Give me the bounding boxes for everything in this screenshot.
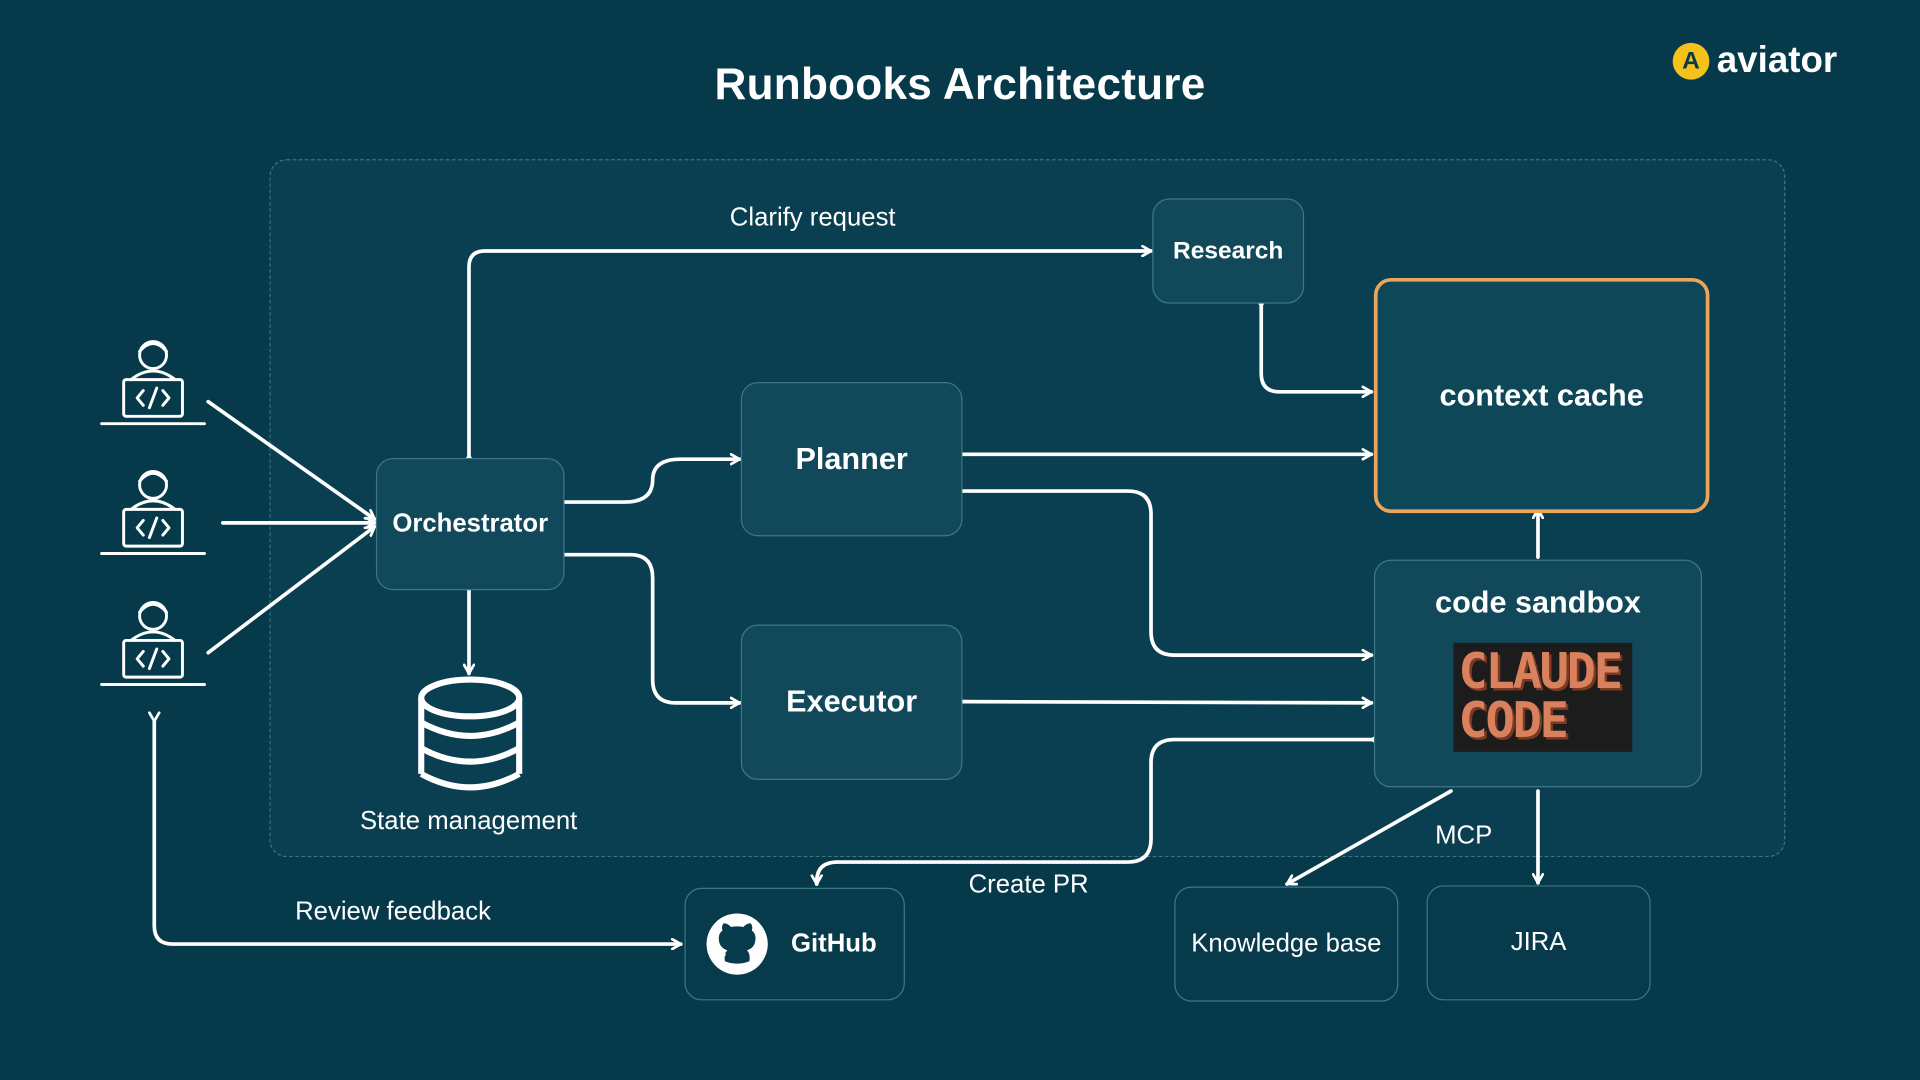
orchestrator-node: Orchestrator (375, 457, 565, 591)
github-node: GitHub (684, 887, 905, 1001)
developer-icon (100, 469, 206, 555)
executor-node: Executor (740, 624, 963, 781)
edge-dev3-orchestrator (206, 524, 377, 655)
knowledge-base-label: Knowledge base (1191, 929, 1382, 958)
edge-executor-sandbox (960, 702, 1374, 703)
claude-code-logo: CLAUDE CODE (1453, 642, 1633, 752)
research-node: Research (1152, 198, 1305, 304)
edge-sandbox-knowledgebase (1285, 789, 1453, 886)
edge-dev1-orchestrator (206, 399, 377, 522)
github-label: GitHub (791, 929, 877, 958)
edge-github-developers (154, 721, 683, 944)
page-title: Runbooks Architecture (714, 58, 1206, 109)
create-pr-label: Create PR (968, 870, 1089, 899)
edge-orchestrator-executor (563, 555, 742, 703)
context-cache-node: context cache (1373, 277, 1710, 514)
planner-label: Planner (795, 441, 908, 476)
jira-node: JIRA (1426, 885, 1651, 1001)
aviator-logo-icon: A (1672, 42, 1710, 80)
aviator-logo: A aviator (1672, 39, 1838, 83)
review-feedback-label: Review feedback (295, 897, 491, 926)
research-label: Research (1173, 236, 1284, 264)
code-sandbox-label: code sandbox (1435, 585, 1641, 620)
executor-label: Executor (786, 684, 918, 719)
claude-code-line2: CODE (1458, 693, 1569, 750)
jira-label: JIRA (1510, 928, 1567, 957)
aviator-logo-text: aviator (1716, 40, 1838, 81)
mcp-label: MCP (1435, 821, 1493, 850)
state-management-label: State management (360, 806, 578, 836)
edge-research-cache (1261, 306, 1374, 392)
developer-icon (100, 340, 206, 426)
planner-node: Planner (740, 382, 963, 537)
database-icon (418, 676, 523, 791)
developer-group (100, 340, 206, 686)
edge-orchestrator-planner (563, 459, 742, 502)
edge-orchestrator-research (469, 251, 1153, 455)
context-cache-label: context cache (1439, 377, 1644, 413)
clarify-request-label: Clarify request (729, 203, 896, 232)
edge-sandbox-github (817, 740, 1372, 886)
edge-planner-sandbox (962, 491, 1374, 655)
github-icon (706, 913, 768, 975)
knowledge-base-node: Knowledge base (1174, 886, 1399, 1002)
developer-icon (100, 600, 206, 686)
orchestrator-label: Orchestrator (392, 509, 549, 538)
claude-code-line1: CLAUDE (1458, 644, 1623, 701)
